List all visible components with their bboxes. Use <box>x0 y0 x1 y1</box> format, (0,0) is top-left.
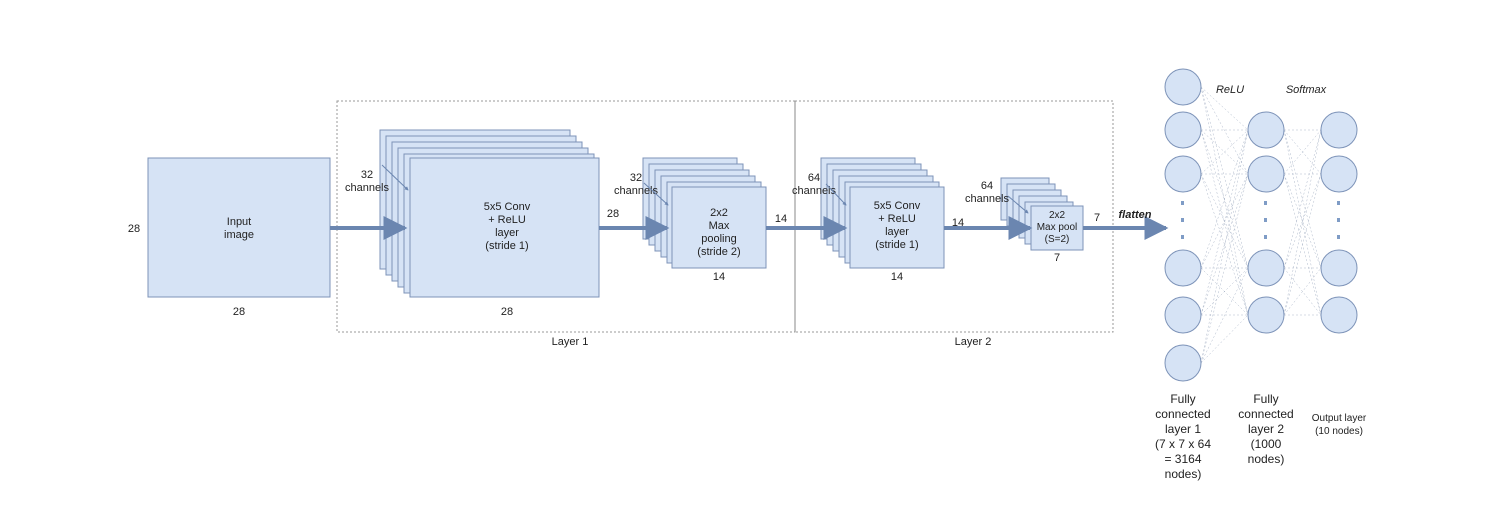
output-ellipsis-dot <box>1337 218 1340 222</box>
fc-connection-line <box>1200 86 1249 316</box>
fc-connection-lines <box>1200 86 1322 364</box>
fc-connection-line <box>1200 173 1249 316</box>
conv1-out-size: 28 <box>607 208 619 220</box>
fc-connection-line <box>1200 129 1249 364</box>
output-layer-label: Output layer(10 nodes) <box>1312 413 1367 437</box>
conv2-channels-pointer <box>825 183 847 206</box>
pool2-bottom-size: 7 <box>1054 252 1060 264</box>
pool1-bottom-size: 14 <box>713 271 725 283</box>
pool1-channels-pointer <box>643 182 669 206</box>
pool2-channels-pointer <box>1007 195 1029 214</box>
input-height-label: 28 <box>128 223 140 235</box>
pool1-out-size: 14 <box>775 213 787 225</box>
softmax-label: Softmax <box>1286 84 1327 96</box>
fc-connection-line <box>1200 86 1249 175</box>
conv1-stack <box>379 129 600 298</box>
output-node <box>1320 155 1358 193</box>
fc-connection-line <box>1283 129 1322 316</box>
fc-connection-line <box>1200 86 1249 269</box>
conv1-bottom-size: 28 <box>501 306 513 318</box>
fc-connection-line <box>1200 173 1249 269</box>
fc-connection-line <box>1200 86 1249 131</box>
layer1-group-label: Layer 1 <box>552 336 589 348</box>
input-image-box <box>147 157 331 298</box>
fc1-node <box>1164 249 1202 287</box>
fc1-node <box>1164 155 1202 193</box>
fc-connection-line <box>1283 129 1322 316</box>
flatten-label: flatten <box>1119 209 1152 221</box>
fc1-ellipsis-dot <box>1181 201 1184 205</box>
fc-connection-line <box>1283 173 1322 316</box>
fc1-node <box>1164 111 1202 149</box>
fc2-node <box>1247 111 1285 149</box>
relu-label: ReLU <box>1216 84 1244 96</box>
fc1-ellipsis-dot <box>1181 235 1184 239</box>
fc2-node <box>1247 296 1285 334</box>
output-node <box>1320 296 1358 334</box>
output-ellipsis-dot <box>1337 235 1340 239</box>
fc2-ellipsis-dot <box>1264 218 1267 222</box>
fc1-node <box>1164 68 1202 106</box>
pool2-out-size: 7 <box>1094 212 1100 224</box>
fc-connection-line <box>1200 267 1249 316</box>
pool2-stack <box>1000 177 1084 251</box>
fc-connection-line <box>1283 129 1322 175</box>
output-node <box>1320 111 1358 149</box>
fc-connection-line <box>1200 267 1249 364</box>
fc-connection-line <box>1283 173 1322 269</box>
fc2-node <box>1247 155 1285 193</box>
fc-connection-line <box>1283 267 1322 316</box>
fc-connection-line <box>1283 173 1322 269</box>
output-nodes <box>1320 111 1358 334</box>
fc-connection-line <box>1200 129 1249 269</box>
fc-connection-line <box>1200 314 1249 364</box>
fc1-node <box>1164 344 1202 382</box>
fc1-ellipsis-dot <box>1181 218 1184 222</box>
output-ellipsis-dot <box>1337 201 1340 205</box>
conv2-bottom-size: 14 <box>891 271 903 283</box>
layer2-group-label: Layer 2 <box>955 336 992 348</box>
fc1-node <box>1164 296 1202 334</box>
fc2-ellipsis-dot <box>1264 235 1267 239</box>
fc-connection-line <box>1200 173 1249 364</box>
fc-connection-line <box>1200 129 1249 175</box>
fc1-nodes <box>1164 68 1202 382</box>
fc-connection-line <box>1200 173 1249 316</box>
fc2-node <box>1247 249 1285 287</box>
pool1-stack <box>642 157 767 269</box>
layer2-group-border <box>794 100 1114 333</box>
output-node <box>1320 249 1358 287</box>
fc2-ellipsis-dot <box>1264 201 1267 205</box>
input-width-label: 28 <box>233 306 245 318</box>
fc2-nodes <box>1247 111 1285 334</box>
conv1-channels-pointer <box>381 164 409 191</box>
